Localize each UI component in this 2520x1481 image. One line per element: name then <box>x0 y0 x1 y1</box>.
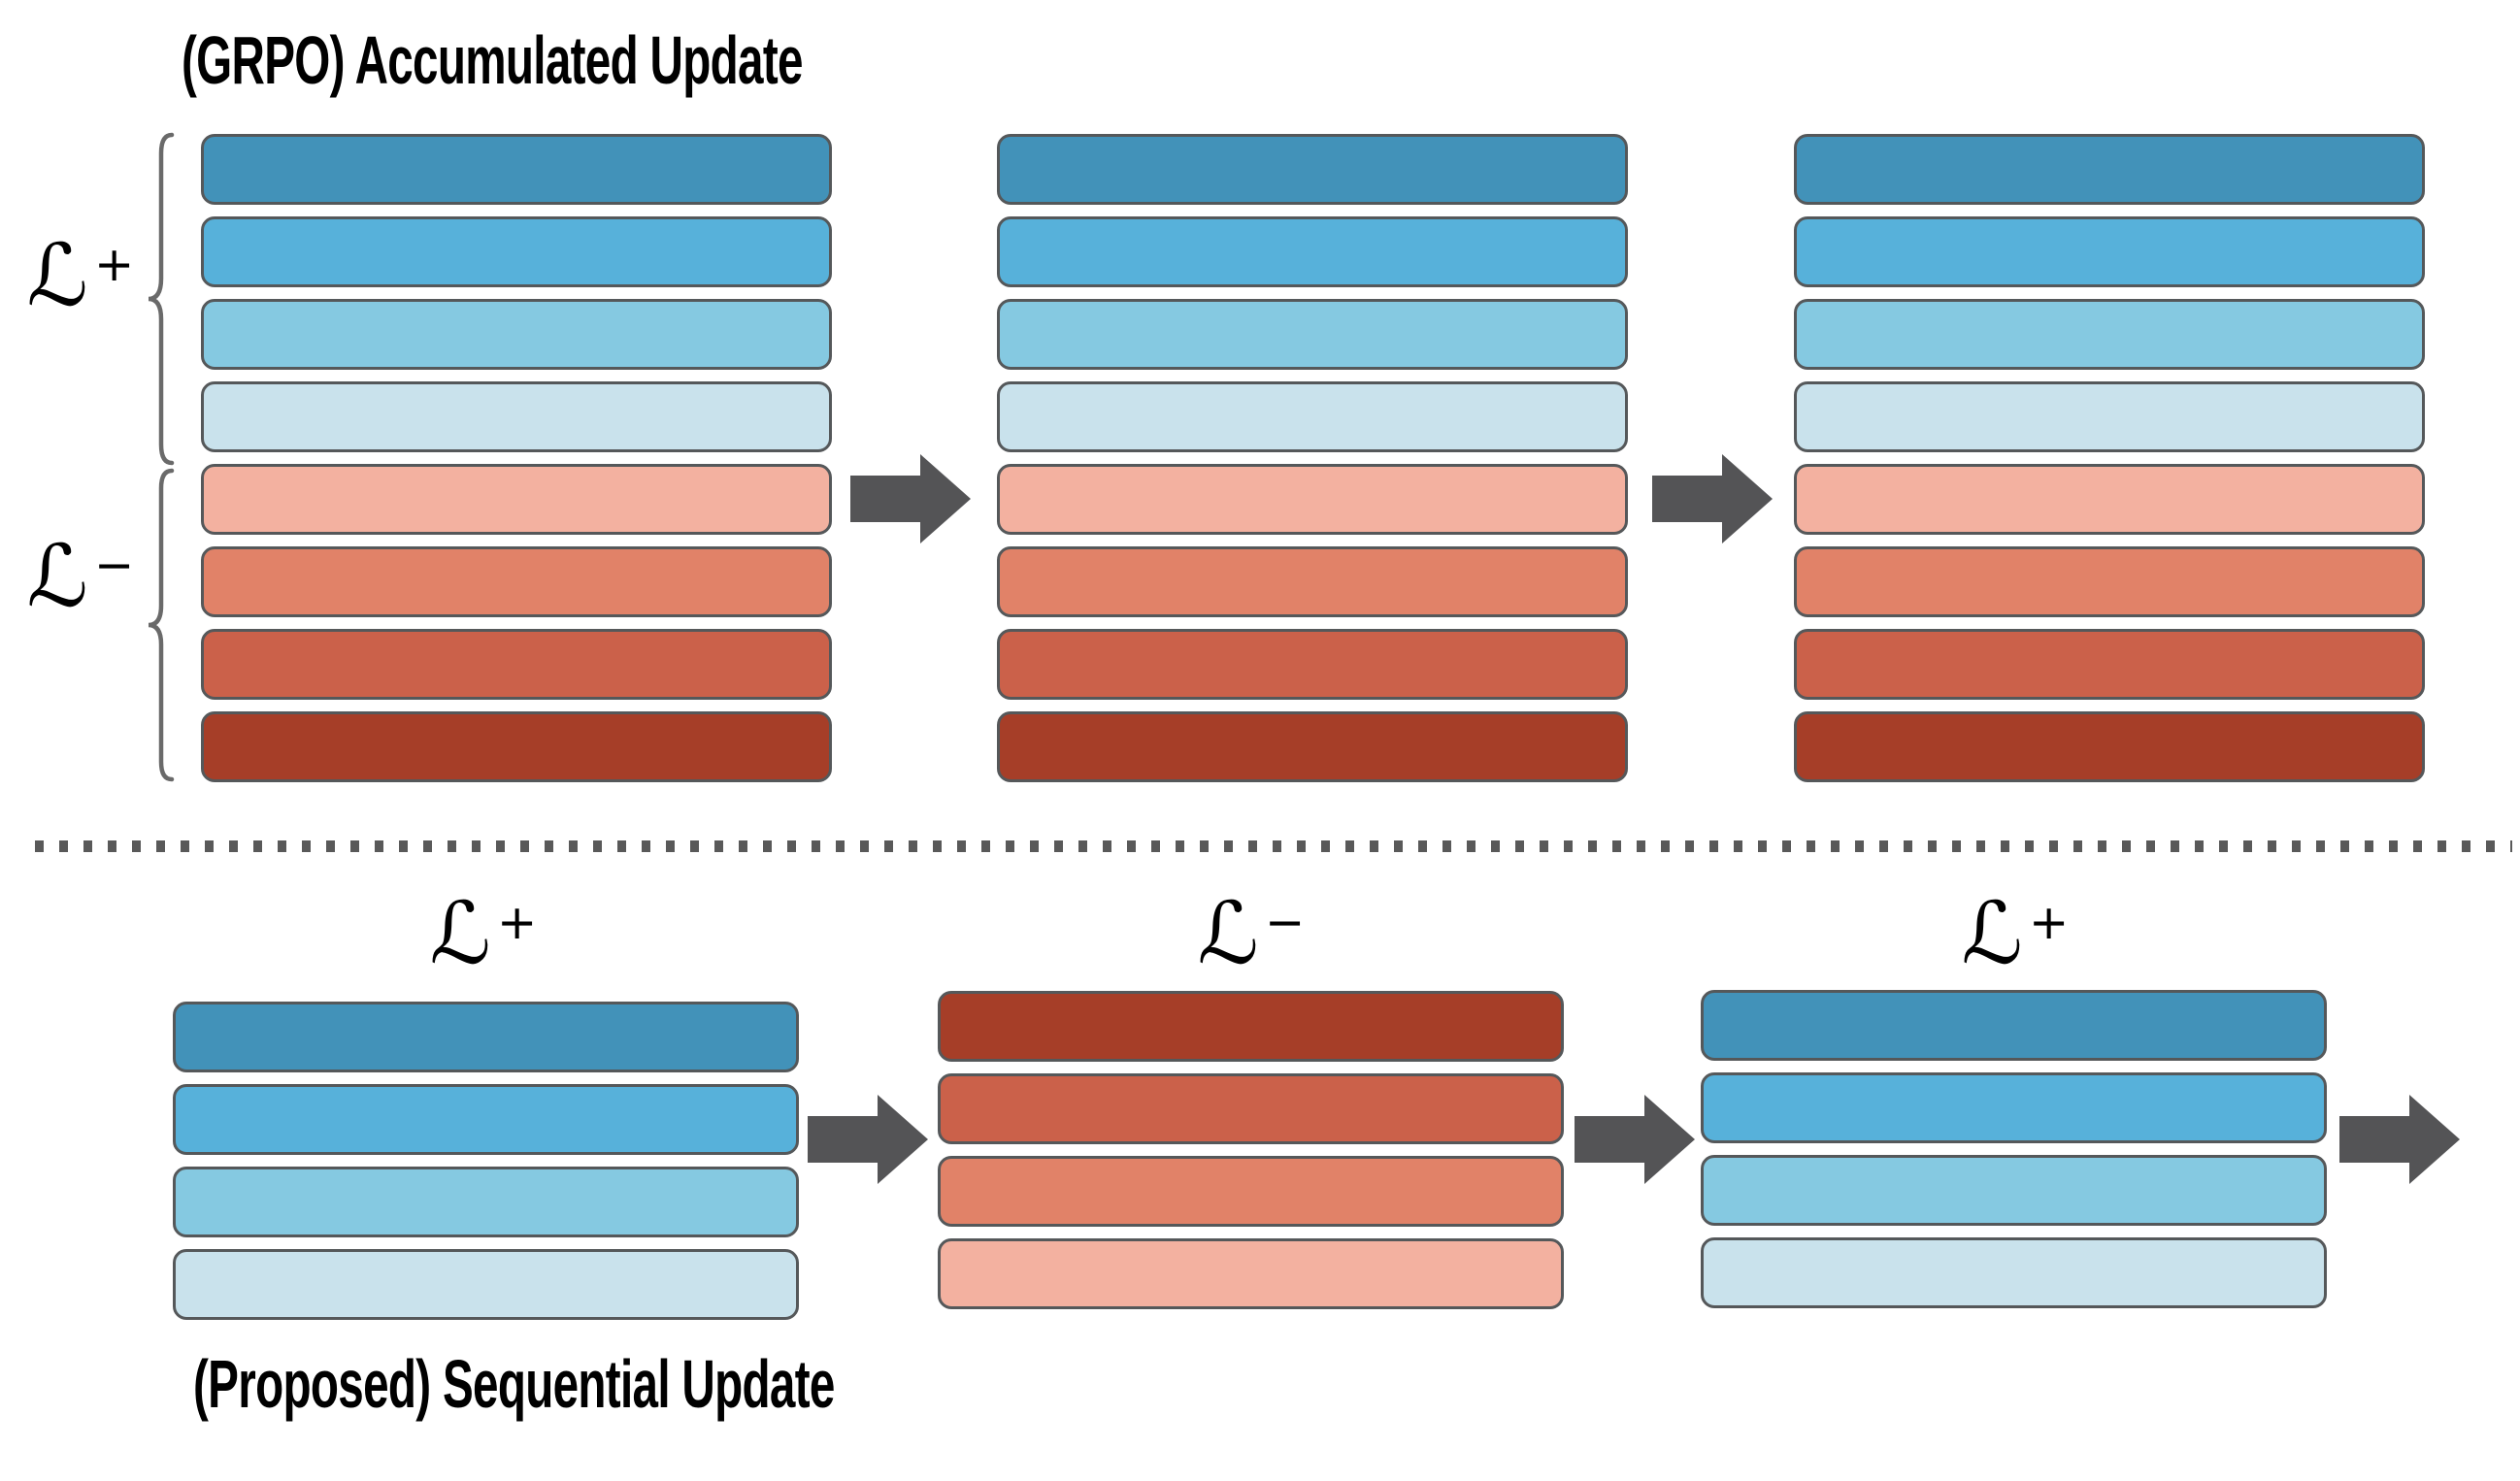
step-3-label: ℒ+ <box>1908 891 2122 976</box>
layer-bar <box>997 711 1628 782</box>
layer-bar <box>1701 1237 2327 1308</box>
loss-positive-symbol: ℒ <box>1961 883 2024 983</box>
loss-negative-group-label: ℒ− <box>8 534 153 619</box>
sequential-stack-3 <box>1701 990 2327 1308</box>
layer-bar <box>997 464 1628 535</box>
layer-bar <box>201 299 832 370</box>
minus-superscript: − <box>94 537 135 594</box>
brace-positive-icon <box>148 132 175 466</box>
loss-positive-symbol: ℒ <box>26 225 89 325</box>
layer-bar <box>997 546 1628 617</box>
layer-bar <box>201 464 832 535</box>
minus-superscript: − <box>1265 894 1306 951</box>
layer-bar <box>938 1156 1564 1227</box>
accumulated-stack-2 <box>997 134 1628 782</box>
layer-bar <box>1701 990 2327 1061</box>
accumulated-stack-1 <box>201 134 832 782</box>
layer-bar <box>997 629 1628 700</box>
layer-bar <box>1701 1072 2327 1143</box>
layer-bar <box>1794 464 2425 535</box>
right-arrow-icon <box>2339 1095 2460 1184</box>
sequential-stack-2 <box>938 991 1564 1309</box>
layer-bar <box>201 381 832 452</box>
sequential-stack-1 <box>173 1002 799 1320</box>
layer-bar <box>201 134 832 205</box>
loss-negative-symbol: ℒ <box>1197 883 1260 983</box>
layer-bar <box>1794 216 2425 287</box>
plus-superscript: + <box>94 236 135 293</box>
right-arrow-icon <box>1575 1095 1695 1184</box>
loss-positive-group-label: ℒ+ <box>8 233 153 318</box>
layer-bar <box>997 134 1628 205</box>
accumulated-stack-3 <box>1794 134 2425 782</box>
layer-bar <box>173 1167 799 1237</box>
layer-bar <box>1701 1155 2327 1226</box>
layer-bar <box>997 216 1628 287</box>
loss-negative-symbol: ℒ <box>26 526 89 626</box>
layer-bar <box>938 1073 1564 1144</box>
layer-bar <box>201 711 832 782</box>
right-arrow-icon <box>850 454 971 543</box>
layer-bar <box>173 1002 799 1072</box>
section-divider <box>35 840 2512 852</box>
loss-positive-symbol: ℒ <box>429 883 492 983</box>
layer-bar <box>938 991 1564 1062</box>
right-arrow-icon <box>808 1095 928 1184</box>
plus-superscript: + <box>497 894 538 951</box>
layer-bar <box>173 1084 799 1155</box>
layer-bar <box>997 299 1628 370</box>
step-2-label: ℒ− <box>1144 891 1358 976</box>
layer-bar <box>1794 299 2425 370</box>
top-section-title: (GRPO) Accumulated Update <box>182 22 803 98</box>
brace-negative-icon <box>148 468 175 782</box>
layer-bar <box>1794 629 2425 700</box>
plus-superscript: + <box>2029 894 2070 951</box>
layer-bar <box>938 1238 1564 1309</box>
layer-bar <box>1794 546 2425 617</box>
layer-bar <box>201 629 832 700</box>
layer-bar <box>997 381 1628 452</box>
layer-bar <box>201 546 832 617</box>
right-arrow-icon <box>1652 454 1773 543</box>
layer-bar <box>1794 381 2425 452</box>
layer-bar <box>201 216 832 287</box>
bottom-section-caption: (Proposed) Sequential Update <box>193 1346 835 1422</box>
layer-bar <box>1794 134 2425 205</box>
step-1-label: ℒ+ <box>377 891 590 976</box>
layer-bar <box>1794 711 2425 782</box>
layer-bar <box>173 1249 799 1320</box>
